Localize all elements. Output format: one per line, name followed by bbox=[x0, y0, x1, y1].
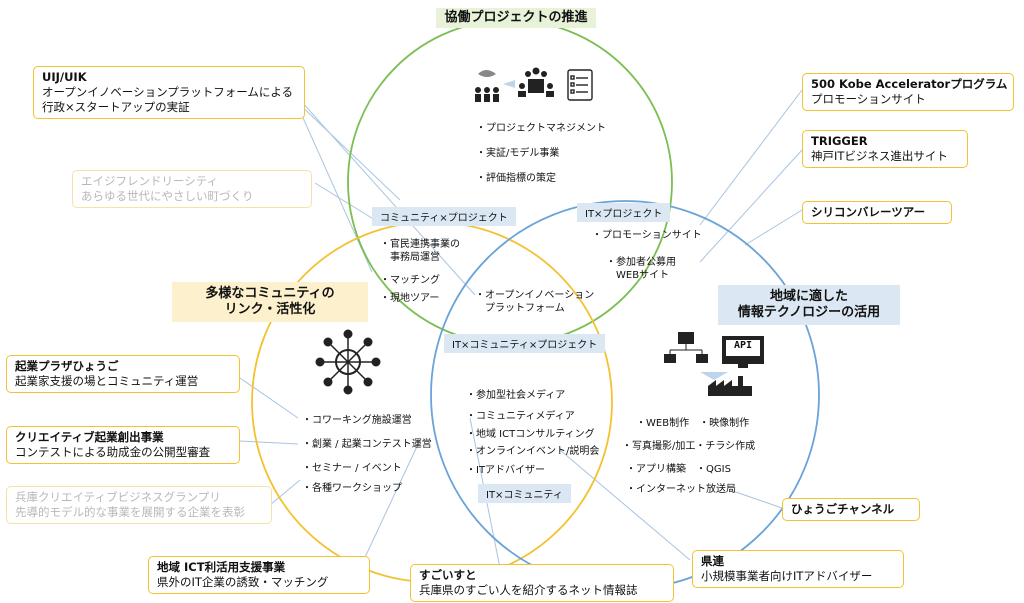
community-item: ・セミナー / イベント bbox=[302, 463, 402, 474]
api-monitor-icon bbox=[722, 336, 764, 368]
silicon-valley-title: シリコンバレーツアー bbox=[811, 205, 926, 219]
community-project-item: ・現地ツアー bbox=[380, 293, 440, 304]
hyogo-gp-desc: 先導的モデル的な事業を展開する企業を表彰 bbox=[15, 505, 245, 519]
kobe500-desc: プロモーションサイト bbox=[811, 92, 926, 106]
it-item: ・WEB制作 ・映像制作 bbox=[636, 418, 750, 429]
kigyo-plaza-box: 起業プラザひょうご 起業家支援の場とコミュニティ運営 bbox=[6, 355, 240, 393]
age-friendly-desc: あらゆる世代にやさしい町づくり bbox=[81, 189, 254, 203]
kenren-box: 県連 小規模事業者向けITアドバイザー bbox=[692, 550, 904, 588]
uij-title: UIJ/UIK bbox=[42, 70, 87, 84]
it-community-item: ・コミュニティメディア bbox=[466, 411, 575, 422]
project-item: ・実証/モデル事業 bbox=[476, 148, 560, 159]
community-item: ・創業 / 起業コンテスト運営 bbox=[302, 439, 432, 450]
project-circle-title: 協働プロジェクトの推進 bbox=[436, 8, 596, 28]
hyogo-gp-box: 兵庫クリエイティブビジネスグランプリ 先導的モデル的な事業を展開する企業を表彰 bbox=[6, 486, 272, 524]
community-circle-title: 多様なコミュニティの リンク・活性化 bbox=[172, 282, 368, 322]
trigger-title: TRIGGER bbox=[811, 134, 868, 148]
connector-lines bbox=[239, 89, 803, 569]
sugoi-box: すごいすと 兵庫県のすごい人を紹介するネット情報誌 bbox=[410, 564, 674, 602]
ict-box: 地域 ICT利活用支援事業 県外のIT企業の誘致・マッチング bbox=[148, 556, 370, 594]
creative-title: クリエイティブ起業創出事業 bbox=[15, 430, 164, 444]
network-computers-icon bbox=[664, 332, 708, 363]
center-item: ・オープンイノベーション プラットフォーム bbox=[475, 290, 595, 314]
community-project-item: ・官民連携事業の 事務局運営 bbox=[380, 239, 460, 263]
sugoi-title: すごいすと bbox=[419, 568, 477, 582]
project-item: ・評価指標の策定 bbox=[476, 173, 556, 184]
uij-box: UIJ/UIK オープンイノベーションプラットフォームによる 行政×スタートアッ… bbox=[33, 66, 305, 119]
sugoi-desc: 兵庫県のすごい人を紹介するネット情報誌 bbox=[419, 583, 638, 597]
uij-desc: オープンイノベーションプラットフォームによる 行政×スタートアップの実証 bbox=[42, 85, 294, 114]
hyogo-channel-box: ひょうごチャンネル bbox=[782, 498, 920, 521]
it-community-item: ・ITアドバイザー bbox=[466, 465, 546, 476]
it-community-item: ・参加型社会メディア bbox=[466, 390, 566, 401]
kigyo-plaza-desc: 起業家支援の場とコミュニティ運営 bbox=[15, 374, 199, 388]
hyogo-gp-title: 兵庫クリエイティブビジネスグランプリ bbox=[15, 490, 221, 504]
it-item: ・写真撮影/加工・チラシ作成 bbox=[622, 441, 756, 452]
arrow-down-icon bbox=[700, 372, 728, 380]
ict-desc: 県外のIT企業の誘致・マッチング bbox=[157, 575, 329, 589]
age-friendly-title: エイジフレンドリーシティ bbox=[81, 174, 219, 188]
kobe500-title: 500 Kobe Acceleratorプログラム bbox=[811, 77, 1008, 91]
it-project-label: IT×プロジェクト bbox=[577, 203, 671, 222]
it-item: ・インターネット放送局 bbox=[626, 484, 736, 495]
it-community-item: ・地域 ICTコンサルティング bbox=[466, 429, 595, 440]
community-item: ・コワーキング施設運営 bbox=[302, 415, 412, 426]
it-project-item: ・プロモーションサイト bbox=[592, 230, 702, 241]
checklist-icon bbox=[567, 69, 593, 101]
kigyo-plaza-title: 起業プラザひょうご bbox=[15, 359, 119, 373]
all-three-label: IT×コミュニティ×プロジェクト bbox=[444, 334, 606, 353]
arrow-right-icon bbox=[503, 80, 515, 88]
it-community-item: ・オンラインイベント/説明会 bbox=[466, 446, 600, 457]
api-text: API bbox=[733, 340, 753, 351]
it-item: ・アプリ構築 ・QGIS bbox=[626, 464, 731, 475]
kenren-title: 県連 bbox=[701, 554, 724, 568]
it-community-label: IT×コミュニティ bbox=[478, 484, 571, 503]
creative-box: クリエイティブ起業創出事業 コンテストによる助成金の公開型審査 bbox=[6, 426, 240, 464]
age-friendly-box: エイジフレンドリーシティ あらゆる世代にやさしい町づくり bbox=[72, 170, 312, 208]
it-project-item: ・参加者公募用 WEBサイト bbox=[606, 257, 676, 281]
community-network-icon bbox=[315, 329, 381, 395]
hyogo-channel-title: ひょうごチャンネル bbox=[791, 502, 895, 516]
it-circle-title: 地域に適した 情報テクノロジーの活用 bbox=[718, 285, 900, 325]
project-item: ・プロジェクトマネジメント bbox=[476, 123, 606, 134]
kobe500-box: 500 Kobe Acceleratorプログラム プロモーションサイト bbox=[802, 73, 1014, 111]
team-meeting-icon bbox=[518, 67, 554, 97]
community-item: ・各種ワークショップ bbox=[302, 483, 402, 494]
community-project-item: ・マッチング bbox=[380, 275, 440, 286]
factory-icon bbox=[708, 376, 752, 396]
handshake-people-icon bbox=[475, 70, 499, 102]
community-project-label: コミュニティ×プロジェクト bbox=[372, 207, 516, 226]
creative-desc: コンテストによる助成金の公開型審査 bbox=[15, 445, 211, 459]
silicon-valley-box: シリコンバレーツアー bbox=[802, 201, 952, 224]
kenren-desc: 小規模事業者向けITアドバイザー bbox=[701, 569, 873, 583]
trigger-desc: 神戸ITビジネス進出サイト bbox=[811, 149, 948, 163]
trigger-box: TRIGGER 神戸ITビジネス進出サイト bbox=[802, 130, 968, 168]
ict-title: 地域 ICT利活用支援事業 bbox=[157, 560, 286, 574]
